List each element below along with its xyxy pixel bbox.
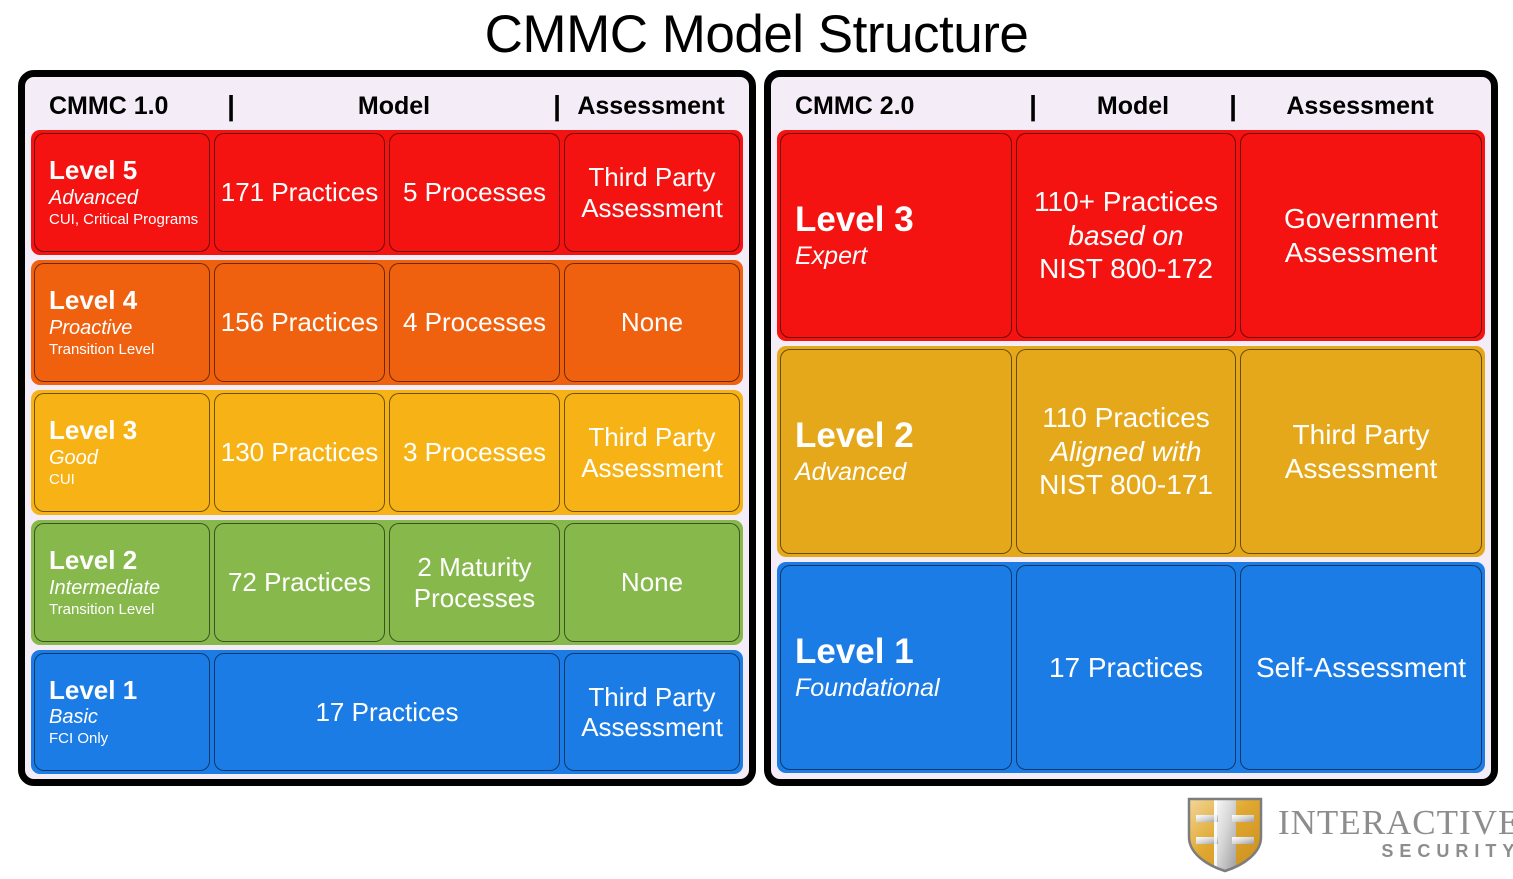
panel-cmmc-2-0: CMMC 2.0 | Model | Assessment Level 3 Ex… <box>764 70 1498 786</box>
practices-cell: 72 Practices <box>214 523 385 642</box>
level-name: Level 3 <box>49 415 138 446</box>
level-name: Level 1 <box>49 674 138 705</box>
rows-cmmc-1-0: Level 5 Advanced CUI, Critical Programs … <box>31 130 743 774</box>
level-name: Level 5 <box>49 155 138 186</box>
level-name: Level 4 <box>49 285 138 316</box>
level-descriptor: Basic <box>49 706 98 729</box>
header-divider-1-icon: | <box>227 90 235 121</box>
assessment-text: None <box>620 307 684 338</box>
assessment-cell: None <box>564 263 740 382</box>
model-cell: 17 Practices <box>1016 565 1236 770</box>
header-divider-1-icon: | <box>1029 90 1037 121</box>
panel-cmmc-1-0: CMMC 1.0 | Model | Assessment Level 5 Ad… <box>18 70 756 786</box>
header-version-label: CMMC 1.0 <box>49 91 169 120</box>
model-text: 17 Practices <box>1048 651 1204 683</box>
level-descriptor: Advanced <box>795 457 907 486</box>
logo-name: INTERACTIVE <box>1278 803 1513 842</box>
practices-cell: 171 Practices <box>214 133 385 252</box>
processes-cell: 3 Processes <box>389 393 560 512</box>
level-cell: Level 1 Basic FCI Only <box>34 653 210 771</box>
header-divider-2-icon: | <box>553 90 561 121</box>
level-scope: CUI, Critical Programs <box>49 210 199 228</box>
level-scope: Transition Level <box>49 600 155 618</box>
table-row: Level 3 Good CUI 130 Practices 3 Process… <box>31 390 743 515</box>
level-descriptor: Advanced <box>49 186 138 209</box>
table-row: Level 5 Advanced CUI, Critical Programs … <box>31 130 743 255</box>
brand-logo: INTERACTIVE SECURITY <box>1184 792 1513 874</box>
level-scope: CUI <box>49 470 75 488</box>
level-name: Level 1 <box>795 631 914 671</box>
assessment-text: Self-Assessment <box>1255 651 1467 683</box>
level-cell: Level 1 Foundational <box>780 565 1012 770</box>
level-descriptor: Good <box>49 446 98 469</box>
assessment-cell: Self-Assessment <box>1240 565 1482 770</box>
panel-header-cmmc-1-0: CMMC 1.0 | Model | Assessment <box>31 82 743 130</box>
practices-cell-wide: 17 Practices <box>214 653 560 771</box>
level-scope: FCI Only <box>49 730 109 748</box>
practices-text: 171 Practices <box>220 177 379 208</box>
header-assessment-label: Assessment <box>577 91 725 120</box>
processes-text: 4 Processes <box>402 307 547 338</box>
level-cell: Level 2 Advanced <box>780 349 1012 554</box>
processes-cell: 5 Processes <box>389 133 560 252</box>
header-model-label: Model <box>357 91 431 120</box>
level-descriptor: Foundational <box>795 673 940 702</box>
panel-header-cmmc-2-0: CMMC 2.0 | Model | Assessment <box>777 82 1485 130</box>
level-descriptor: Proactive <box>49 316 133 339</box>
level-descriptor: Expert <box>795 241 868 270</box>
table-row: Level 1 Foundational 17 Practices Self-A… <box>777 562 1485 773</box>
practices-text: 72 Practices <box>227 567 372 598</box>
practices-cell: 156 Practices <box>214 263 385 382</box>
assessment-text: None <box>620 567 684 598</box>
processes-text: 5 Processes <box>402 177 547 208</box>
table-row: Level 1 Basic FCI Only 17 Practices Thir… <box>31 650 743 774</box>
header-assessment-label: Assessment <box>1286 91 1434 120</box>
logo-wordmark: INTERACTIVE SECURITY <box>1278 803 1513 862</box>
level-cell: Level 5 Advanced CUI, Critical Programs <box>34 133 210 252</box>
assessment-cell: None <box>564 523 740 642</box>
level-name: Level 3 <box>795 199 914 239</box>
practices-cell: 130 Practices <box>214 393 385 512</box>
level-scope: Transition Level <box>49 340 155 358</box>
processes-text: 3 Processes <box>402 437 547 468</box>
practices-text: 156 Practices <box>220 307 379 338</box>
page-title: CMMC Model Structure <box>484 5 1029 64</box>
level-name: Level 2 <box>49 545 138 576</box>
header-version-label: CMMC 2.0 <box>795 91 915 120</box>
practices-text: 17 Practices <box>315 696 459 727</box>
practices-text: 130 Practices <box>220 437 379 468</box>
level-cell: Level 2 Intermediate Transition Level <box>34 523 210 642</box>
header-divider-2-icon: | <box>1229 90 1237 121</box>
logo-tagline: SECURITY <box>1381 841 1513 861</box>
level-descriptor: Intermediate <box>49 576 161 599</box>
processes-cell: 4 Processes <box>389 263 560 382</box>
table-row: Level 2 Intermediate Transition Level 72… <box>31 520 743 645</box>
level-name: Level 2 <box>795 415 914 455</box>
level-cell: Level 3 Good CUI <box>34 393 210 512</box>
shield-icon <box>1184 793 1266 873</box>
level-cell: Level 4 Proactive Transition Level <box>34 263 210 382</box>
level-cell: Level 3 Expert <box>780 133 1012 338</box>
header-model-label: Model <box>1096 91 1170 120</box>
table-row: Level 4 Proactive Transition Level 156 P… <box>31 260 743 385</box>
